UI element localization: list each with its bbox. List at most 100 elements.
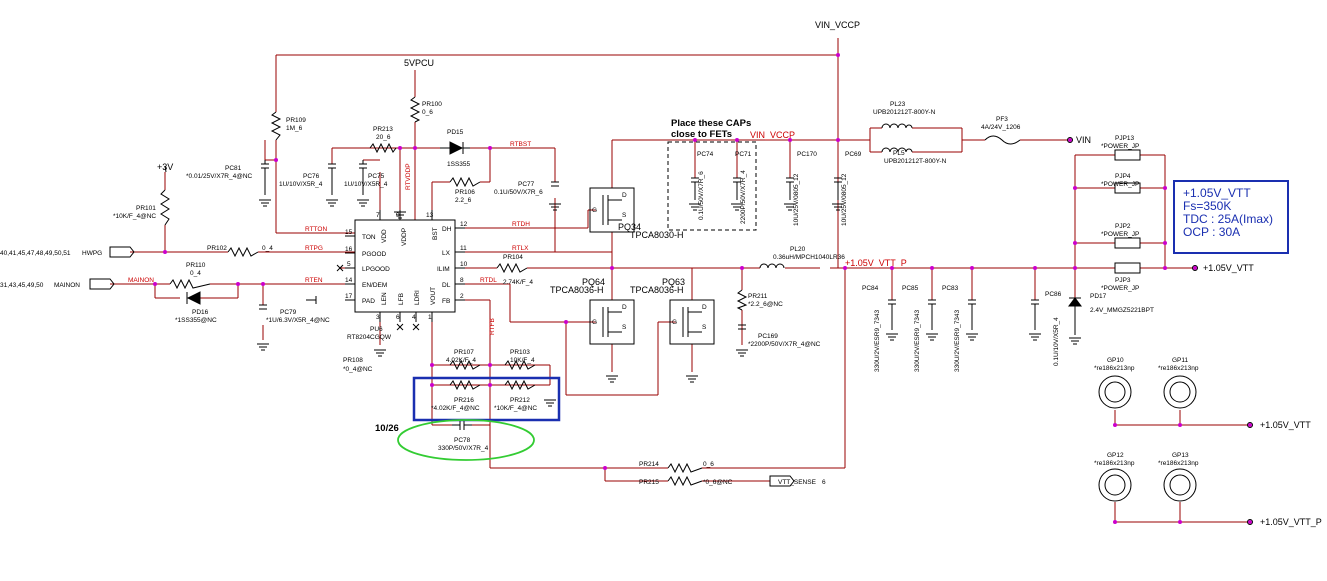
passive-symbols — [89, 96, 1253, 525]
pq34-part: TPCA8030-H — [630, 230, 684, 240]
net-vtt-sense-pin: 6 — [822, 479, 826, 486]
pjp3-val: *POWER_JP — [1101, 285, 1139, 292]
pr104-val: 2.74K/F_4 — [503, 279, 533, 286]
svg-text:G: G — [592, 207, 597, 214]
net-ttton: RTTON — [305, 226, 327, 233]
ic-pin-label-dh: DH — [442, 226, 452, 233]
pq63-part: TPCA8036-H — [630, 285, 684, 295]
svg-text:D: D — [622, 304, 627, 311]
ic-pin-label-ilim: ILIM — [437, 266, 450, 273]
net-mainon: MAINON — [54, 282, 80, 289]
net-vtt-sense: VTT_SENSE — [778, 479, 817, 486]
ic-pin-num-2: 2 — [460, 293, 464, 300]
pc84-val: 330U/2V/ESR9_7343 — [874, 309, 881, 372]
pr101-val: *10K/F_4@NC — [113, 213, 156, 220]
rail-vtt-p-red: +1.05V_VTT_P — [845, 258, 907, 268]
pd16-ref: PD16 — [192, 309, 209, 316]
pr212-val: *10K/F_4@NC — [494, 405, 537, 412]
pr108-val: *0_4@NC — [343, 366, 373, 373]
pr104-ref: PR104 — [503, 254, 523, 261]
ic-pin-label-fb: FB — [442, 298, 450, 305]
gp12-ref: GP12 — [1107, 452, 1124, 459]
ic-pin-label-bst: BST — [432, 227, 439, 240]
pr216-ref: PR216 — [454, 397, 474, 404]
pd16-val: *1SS355@NC — [175, 317, 217, 324]
pc170-ref: PC170 — [797, 151, 817, 158]
pf3-ref: PF3 — [996, 116, 1008, 123]
ic-pin-num-12: 12 — [460, 221, 468, 228]
ic-pin-num-5: 5 — [347, 261, 351, 268]
pr107-ref: PR107 — [454, 349, 474, 356]
pq63-ref: PQ63 — [662, 277, 685, 287]
pr107-val: 4.02K/F_4 — [446, 357, 476, 364]
pd15-ref: PD15 — [447, 129, 464, 136]
pjp4-ref: PJP4 — [1115, 173, 1131, 180]
net-rtpg: RTPG — [305, 245, 323, 252]
net-hwpg-pins: 40,41,45,47,48,49,50,51 — [0, 250, 71, 257]
ic-pu6: TON PGOOD LPGOOD EN/DEM PAD 15 16 5 14 1… — [336, 210, 468, 341]
pr108-ref: PR108 — [343, 357, 363, 364]
pc71-ref: PC71 — [735, 151, 752, 158]
pr216-val: *4.02K/F_4@NC — [431, 405, 480, 412]
pc79-val: *1U/6.3V/X5R_4@NC — [266, 317, 330, 324]
pjp4-val: *POWER_JP — [1101, 181, 1139, 188]
rail-vtt-p-gp: +1.05V_VTT_P — [1260, 517, 1322, 527]
pr100-val: 0_6 — [422, 109, 433, 116]
pr103-ref: PR103 — [510, 349, 530, 356]
pl23-ref: PL23 — [890, 101, 906, 108]
pr213-val: 20_6 — [376, 134, 391, 141]
ic-pin-label-endem: EN/DEM — [362, 282, 387, 289]
spec-tdc: TDC : 25A(Imax) — [1183, 212, 1274, 226]
pc77-ref: PC77 — [518, 181, 535, 188]
ic-pin-num-10: 10 — [460, 261, 468, 268]
ic-pin-num-11: 11 — [460, 245, 467, 252]
net-rtfb: RTFB — [489, 318, 496, 335]
pc74-ref: PC74 — [697, 151, 714, 158]
pr211-val: *2.2_6@NC — [748, 301, 783, 308]
ic-pin-label-vdd: VDD — [381, 229, 388, 243]
rail-vin: VIN — [1076, 135, 1091, 145]
pjp13-ref: PJP13 — [1115, 135, 1135, 142]
spec-title: +1.05V_VTT — [1183, 186, 1251, 200]
ic-pin-num-3: 3 — [376, 314, 380, 321]
svg-text:D: D — [622, 192, 627, 199]
pr100-ref: PR100 — [422, 101, 442, 108]
ic-pin-label-vddp: VDDP — [401, 228, 408, 246]
pr101-ref: PR101 — [136, 205, 156, 212]
svg-text:G: G — [592, 319, 597, 326]
pc71-val: 2200P/50V/X7R_4 — [740, 170, 747, 224]
pr109-ref: PR109 — [286, 117, 306, 124]
pl23-val: UPB201212T-800Y-N — [873, 109, 936, 116]
net-rten: RTEN — [305, 277, 323, 284]
pf3-val: 4A/24V_1206 — [981, 124, 1021, 131]
pc169-val: *2200P/50V/X7R_4@NC — [748, 341, 821, 348]
pc83-val: 330U/2V/ESR9_7343 — [954, 309, 961, 372]
pl5-ref: PL5 — [893, 150, 905, 157]
pc81-ref: PC81 — [225, 165, 242, 172]
pr215-val: *0_6@NC — [703, 479, 733, 486]
caps-placement-box — [667, 141, 757, 231]
ic-pin-label-pad: PAD — [362, 298, 375, 305]
net-rtbst: RTBST — [510, 141, 531, 148]
pc84-ref: PC84 — [862, 285, 879, 292]
gp11-val: *re186x213np — [1158, 365, 1199, 372]
pr213-ref: PR213 — [373, 126, 393, 133]
pr215-ref: PR215 — [639, 479, 659, 486]
pc77-val: 0.1U/50V/X7R_6 — [494, 189, 543, 196]
pc85-ref: PC85 — [902, 285, 919, 292]
pr109-val: 1M_6 — [286, 125, 303, 132]
ic-pin-num-6: 6 — [396, 314, 400, 321]
pc78-ref: PC78 — [454, 437, 471, 444]
pd15-val: 1SS355 — [447, 161, 471, 168]
ic-pin-label-lpgood: LPGOOD — [362, 266, 390, 273]
wires — [110, 38, 1250, 523]
mosfet-pq34: GDS PQ34 TPCA8030-H — [589, 187, 684, 240]
svg-text:S: S — [622, 212, 627, 219]
pd17-ref: PD17 — [1090, 293, 1107, 300]
rail-5vpcu: 5VPCU — [404, 58, 434, 68]
pd17-val: 2.4V_MMGZ5221BPT — [1090, 307, 1154, 314]
pc76-val: 1U/10V/X5R_4 — [279, 181, 323, 188]
ic-pin-label-dl: DL — [442, 282, 451, 289]
ic-pin-label-ton: TON — [362, 234, 376, 241]
mosfet-pq64: GDS PQ64 TPCA8036-H — [550, 277, 635, 345]
